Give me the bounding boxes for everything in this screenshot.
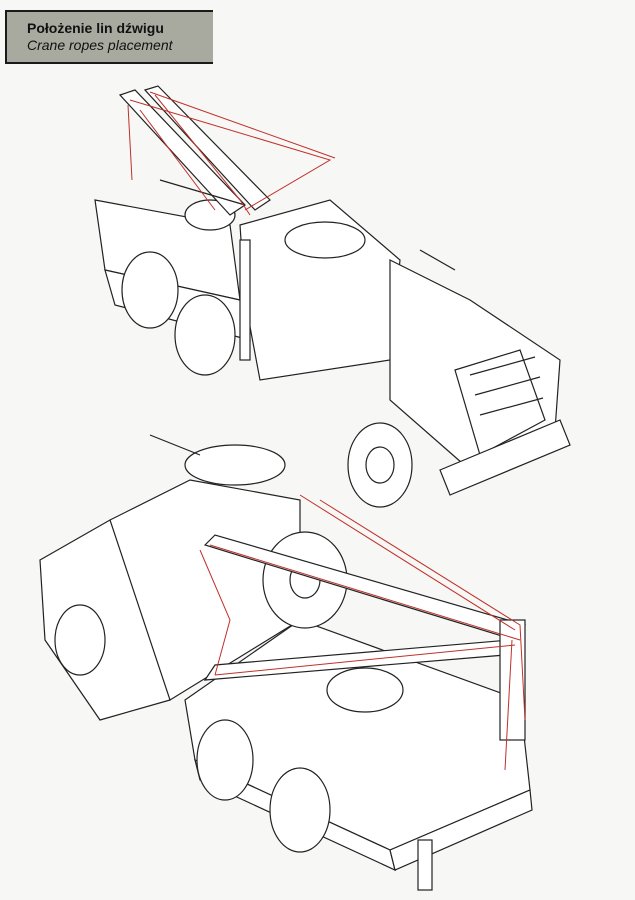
ropes-top (127, 91, 336, 216)
section-header: Położenie lin dźwigu Crane ropes placeme… (5, 10, 213, 64)
truck-rear-left-view (39, 434, 533, 891)
title-english: Crane ropes placement (27, 37, 173, 53)
title-polish: Położenie lin dźwigu (27, 20, 164, 36)
ropes-bottom (199, 494, 526, 771)
truck-front-right-view (94, 85, 571, 508)
